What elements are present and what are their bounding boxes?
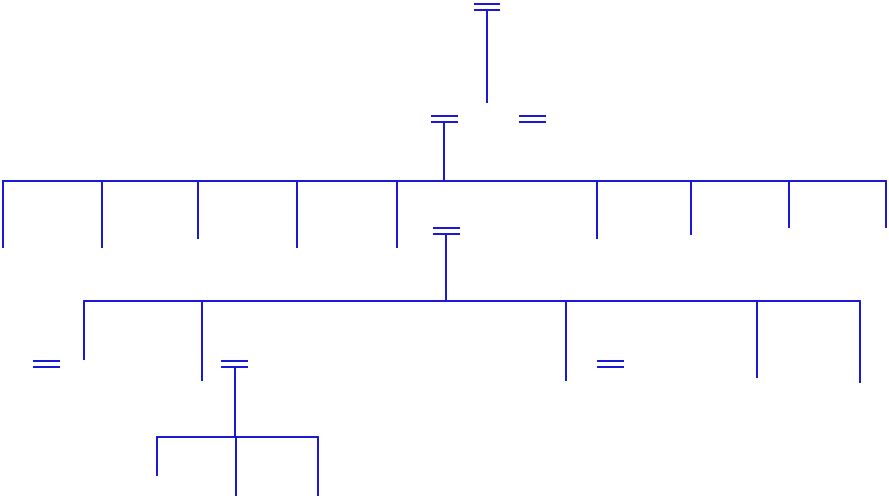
- couple-mark-gen2-right: [519, 115, 546, 123]
- couple-mark-gen4-right: [597, 360, 624, 368]
- couple-mark-gen2-left: [431, 115, 458, 123]
- couple-mark-gen4-center: [221, 360, 248, 368]
- couple-mark-gen4-left: [33, 360, 60, 368]
- couple-mark-gen3: [433, 227, 460, 235]
- couple-mark-top: [474, 3, 500, 11]
